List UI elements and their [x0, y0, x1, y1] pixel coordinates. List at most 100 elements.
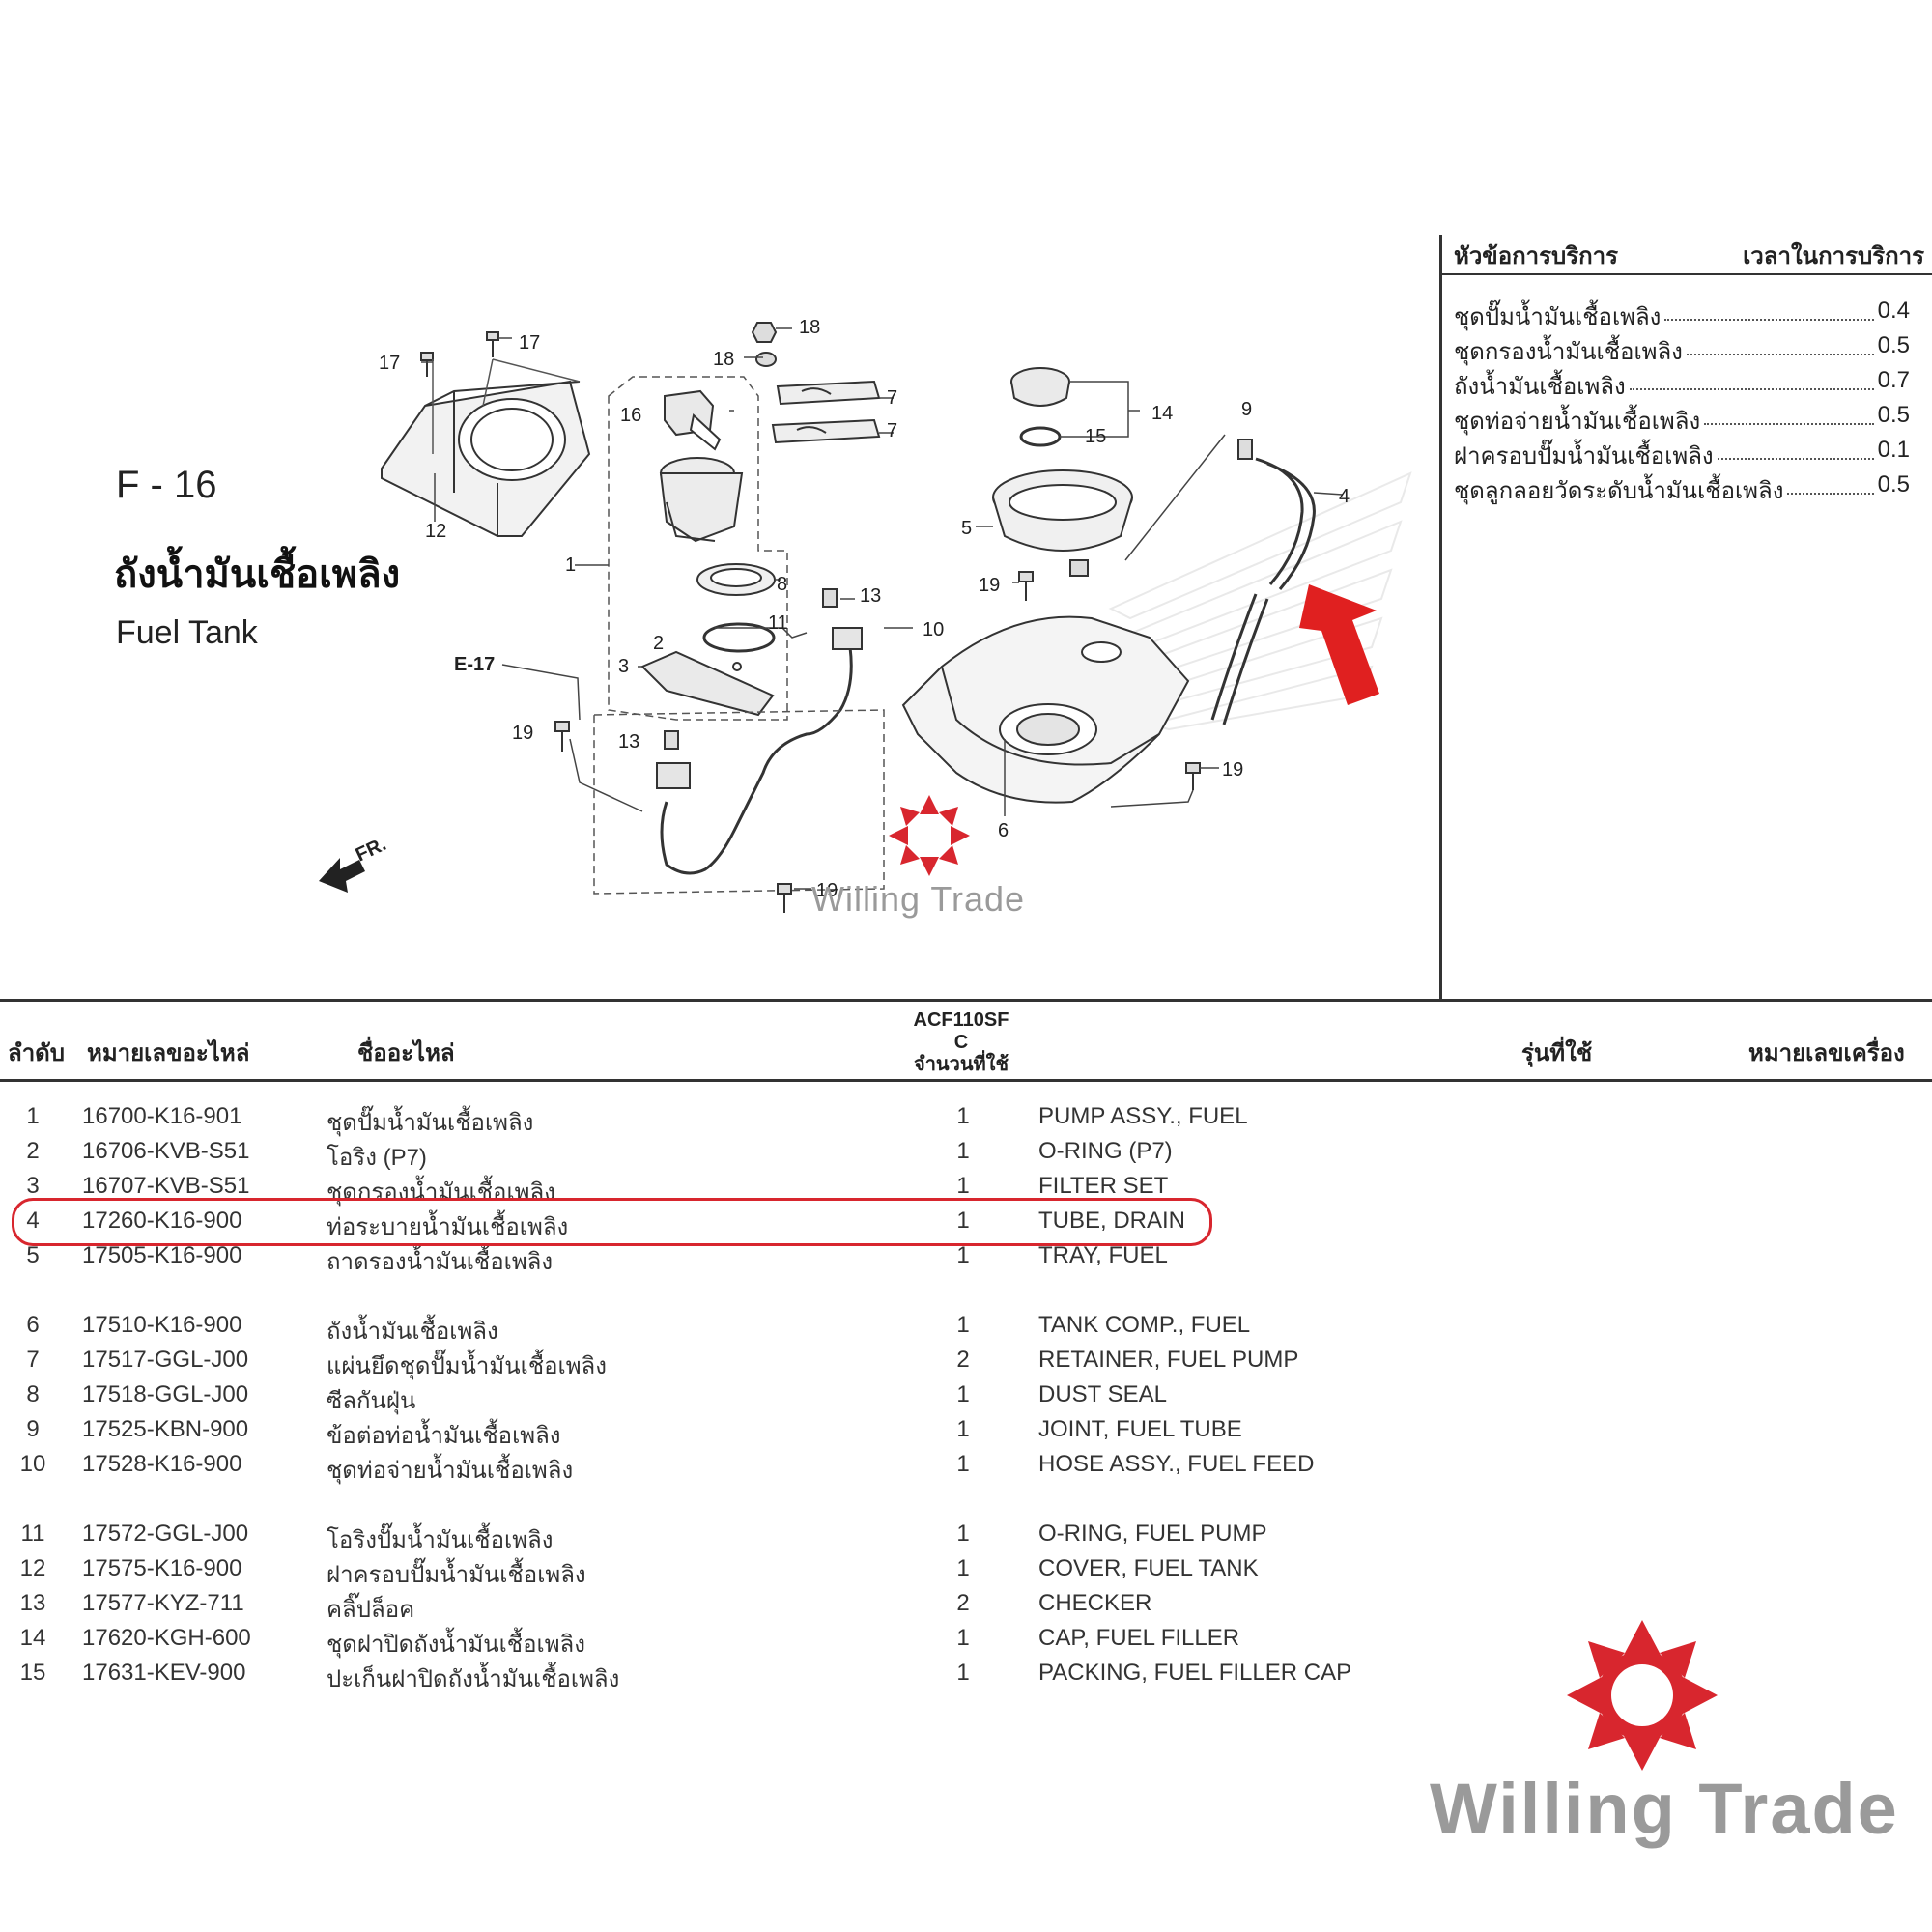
section-title-thai: ถังน้ำมันเชื้อเพลิง: [114, 554, 401, 596]
part-number: 17505-K16-900: [82, 1242, 242, 1268]
callout-15: 15: [1085, 426, 1106, 447]
part-18-nut-lower: [755, 352, 777, 367]
callout-17b: 17: [519, 332, 540, 354]
part-name-english: TUBE, DRAIN: [1038, 1208, 1186, 1234]
ref-e17-label: E-17: [454, 654, 495, 675]
part-14-fuel-filler-cap: [1010, 367, 1070, 407]
part-5-fuel-tray: [992, 469, 1133, 577]
bolt-19-right: [1185, 762, 1201, 790]
table-row: 12 17575-K16-900 ฝาครอบปั๊มน้ำมันเชื้อเพลิ…: [0, 1555, 1932, 1588]
callout-16: 16: [620, 405, 641, 426]
part-name-english: CAP, FUEL FILLER: [1038, 1625, 1240, 1651]
part-name-english: O-RING, FUEL PUMP: [1038, 1520, 1267, 1547]
row-number: 6: [26, 1312, 40, 1338]
service-item-name: ฝาครอบปั๊มน้ำมันเชื้อเพลิง: [1454, 443, 1714, 469]
watermark-text-small: Willing Trade: [811, 879, 1026, 919]
part-name-english: PACKING, FUEL FILLER CAP: [1038, 1660, 1352, 1686]
part-name-thai: คลิ๊ปล็อค: [327, 1597, 415, 1623]
highlighted-row-outline: [12, 1198, 1212, 1246]
header-part-name: ชื่ออะไหล่: [357, 1040, 455, 1066]
part-number: 17575-K16-900: [82, 1555, 242, 1581]
part-number: 17620-KGH-600: [82, 1625, 251, 1651]
part-6-fuel-tank: [901, 615, 1190, 804]
part-name-thai: ชุดฝาปิดถังน้ำมันเชื้อเพลิง: [327, 1632, 585, 1658]
part-name-english: FILTER SET: [1038, 1173, 1169, 1199]
header-engine-no: หมายเลขเครื่อง: [1748, 1040, 1905, 1066]
service-time-item: ฝาครอบปั๊มน้ำมันเชื้อเพลิง 0.1: [1454, 437, 1910, 469]
table-top-rule: [0, 999, 1932, 1002]
quantity: 1: [956, 1208, 970, 1234]
part-name-thai: ซีลกันฝุ่น: [327, 1388, 416, 1414]
callout-19a: 19: [512, 723, 533, 744]
part-name-english: RETAINER, FUEL PUMP: [1038, 1347, 1299, 1373]
service-item-name: ชุดปั๊มน้ำมันเชื้อเพลิง: [1454, 304, 1662, 330]
part-number: 17510-K16-900: [82, 1312, 242, 1338]
part-16-fuel-level-sender: [664, 389, 722, 451]
callout-4: 4: [1339, 486, 1350, 507]
quantity: 1: [956, 1625, 970, 1651]
quantity: 1: [956, 1173, 970, 1199]
row-number: 3: [26, 1173, 40, 1199]
callout-9: 9: [1241, 399, 1252, 420]
callout-10: 10: [923, 619, 944, 640]
callout-2: 2: [653, 633, 664, 654]
callout-7a: 7: [887, 387, 897, 409]
service-time-header: หัวข้อการบริการ เวลาในการบริการ: [1454, 237, 1924, 270]
part-number: 17260-K16-900: [82, 1208, 242, 1234]
part-18-nut-upper: [751, 322, 778, 343]
quantity: 1: [956, 1451, 970, 1477]
bolt-17-left: [420, 352, 434, 377]
quantity: 2: [956, 1590, 970, 1616]
part-13-checker-lower: [664, 730, 679, 750]
row-number: 13: [19, 1590, 46, 1616]
callout-12: 12: [425, 521, 446, 542]
part-name-thai: ถาดรองน้ำมันเชื้อเพลิง: [327, 1249, 554, 1275]
part-name-english: DUST SEAL: [1038, 1381, 1167, 1407]
quantity: 1: [956, 1660, 970, 1686]
bolt-19-bottom: [777, 883, 792, 913]
part-name-english: JOINT, FUEL TUBE: [1038, 1416, 1242, 1442]
row-number: 9: [26, 1416, 40, 1442]
row-number: 11: [20, 1520, 45, 1547]
callout-17a: 17: [379, 353, 400, 374]
service-item-time: 0.4: [1877, 298, 1910, 324]
willing-trade-logo-large: [1567, 1620, 1718, 1771]
callout-19c: 19: [1222, 759, 1243, 781]
table-header-rule: [0, 1079, 1932, 1082]
part-3-filter-set: [640, 650, 775, 717]
section-title-english: Fuel Tank: [116, 614, 258, 651]
quantity: 2: [956, 1347, 970, 1373]
service-item-time: 0.7: [1877, 367, 1910, 393]
front-direction-arrow-icon: [319, 858, 365, 893]
callout-11: 11: [768, 612, 788, 634]
part-name-english: O-RING (P7): [1038, 1138, 1173, 1164]
row-number: 12: [19, 1555, 46, 1581]
part-7-retainer-lower: [771, 418, 881, 444]
part-name-thai: ชุดปั๊มน้ำมันเชื้อเพลิง: [327, 1110, 534, 1136]
callout-5: 5: [961, 518, 972, 539]
part-name-thai: ฝาครอบปั๊มน้ำมันเชื้อเพลิง: [327, 1562, 586, 1588]
callout-18b: 18: [713, 349, 734, 370]
service-topic-header: หัวข้อการบริการ: [1454, 243, 1619, 270]
part-number: 17631-KEV-900: [82, 1660, 246, 1686]
service-panel-divider: [1439, 235, 1442, 1000]
exploded-parts-diagram: FR. E-17 17 17 12 1 2 3 4 5 6 7 7 8 9 10…: [319, 317, 1412, 913]
dot-leader: [1704, 402, 1874, 425]
part-name-thai: โอริง (P7): [327, 1145, 427, 1171]
header-part-no: หมายเลขอะไหล่: [87, 1040, 250, 1066]
hose-connector-upper: [832, 627, 863, 650]
service-item-time: 0.1: [1877, 437, 1910, 463]
part-name-thai: ถังน้ำมันเชื้อเพลิง: [327, 1319, 498, 1345]
header-model-qty: ACF110SF C จำนวนที่ใช้: [898, 1009, 1024, 1076]
